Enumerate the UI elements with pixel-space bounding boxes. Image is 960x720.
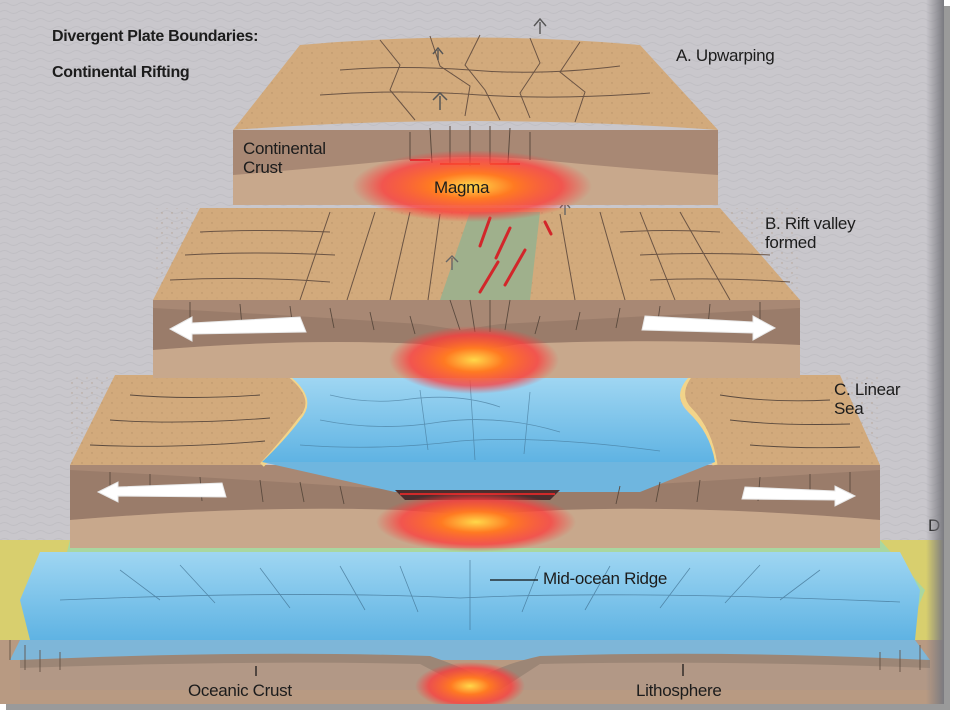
continental-crust-label: Continental Crust	[243, 139, 326, 177]
diagram-frame: Divergent Plate Boundaries: Continental …	[0, 0, 944, 704]
magma-glow-d	[415, 662, 525, 704]
rifting-diagram	[0, 0, 944, 704]
stage-c-block	[70, 373, 880, 552]
magma-glow-a	[352, 150, 592, 222]
stage-c-label: C. Linear Sea	[834, 380, 901, 418]
magma-label: Magma	[434, 178, 490, 197]
stage-d-block	[0, 540, 944, 704]
spread-arrow-left-b	[168, 316, 307, 342]
magma-glow-b	[389, 326, 559, 394]
rift-valley-floor	[440, 212, 540, 300]
magma-glow-c	[376, 492, 576, 552]
stage-b-label: B. Rift valley formed	[765, 214, 856, 252]
diagram-title: Divergent Plate Boundaries: Continental …	[52, 10, 258, 100]
mid-ocean-ridge-label: Mid-ocean Ridge	[543, 569, 668, 588]
spread-arrow-left-c	[96, 481, 227, 503]
stage-b-block	[153, 200, 800, 394]
spread-arrow-right-c	[741, 485, 857, 507]
title-line-2: Continental Rifting	[52, 64, 190, 81]
stage-d-label: D	[928, 516, 940, 535]
stage-a-label: A. Upwarping	[676, 46, 775, 65]
stage-a-block	[233, 17, 718, 222]
lithosphere-label: Lithosphere	[636, 681, 722, 700]
oceanic-crust-label: Oceanic Crust	[188, 681, 292, 700]
spread-arrow-right-b	[641, 315, 777, 341]
title-line-1: Divergent Plate Boundaries:	[52, 28, 259, 45]
